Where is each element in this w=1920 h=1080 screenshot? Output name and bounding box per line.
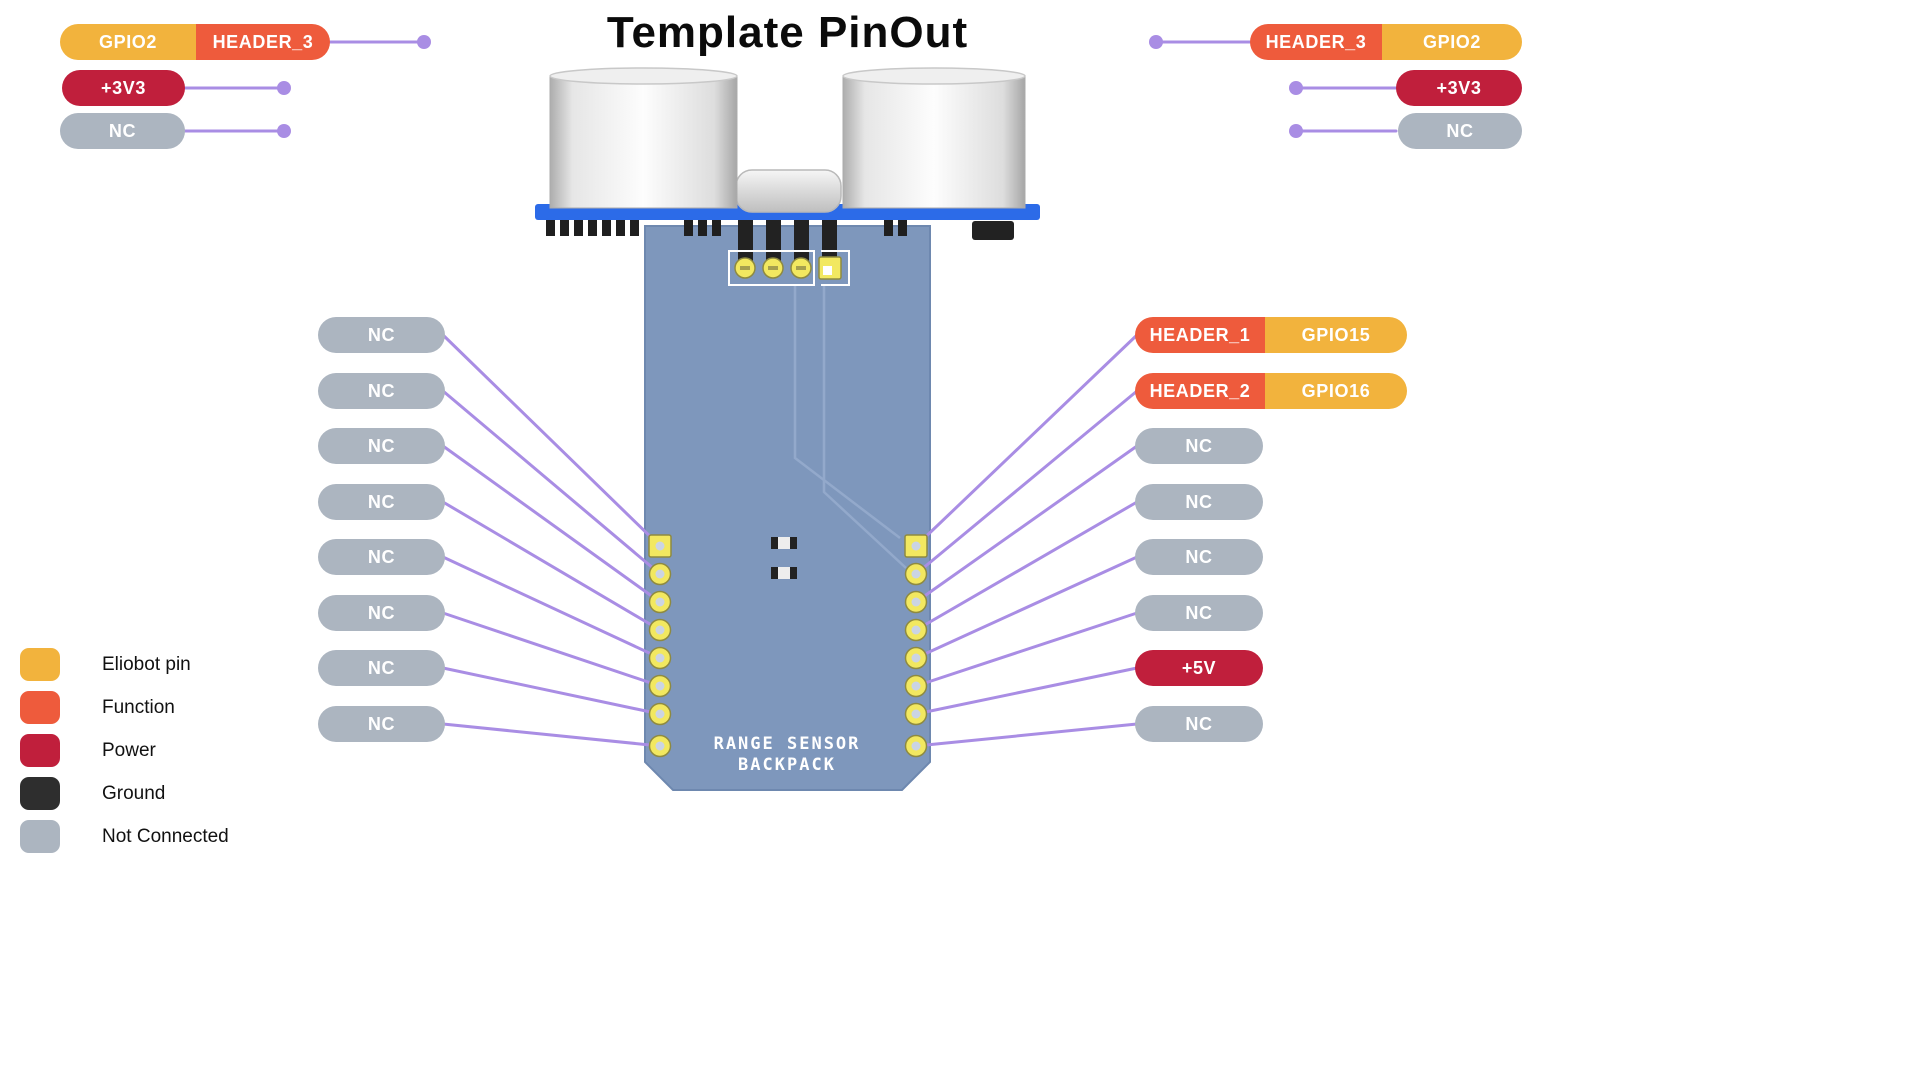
legend-label-ground: Ground <box>102 782 166 804</box>
smd-component <box>972 221 1014 240</box>
pin-label-3v3: +3V3 <box>62 70 185 106</box>
transducer-left <box>549 67 738 209</box>
pin-label-5v: +5V <box>1135 650 1263 686</box>
page-title: Template PinOut <box>606 8 969 57</box>
wire-endpoint-dots <box>277 35 1303 138</box>
pin-label-header-2: HEADER_2 <box>1135 373 1265 409</box>
legend: Eliobot pin Function Power Ground Not Co… <box>20 648 229 863</box>
pin-label-nc: NC <box>1135 595 1263 631</box>
legend-item-function: Function <box>20 691 229 724</box>
wires <box>183 40 1398 748</box>
pin-label-gpio15: GPIO15 <box>1265 317 1407 353</box>
legend-swatch-ground <box>20 777 60 810</box>
legend-item-ground: Ground <box>20 777 229 810</box>
pin-label-nc: NC <box>318 595 445 631</box>
pin-label-nc: NC <box>60 113 185 149</box>
header-pins <box>738 219 837 264</box>
top-left-pin-row-1: GPIO2 HEADER_3 <box>60 24 330 60</box>
right-solder-pads <box>904 534 928 758</box>
pin-label-nc: NC <box>318 539 445 575</box>
legend-swatch-function <box>20 691 60 724</box>
legend-item-eliobot: Eliobot pin <box>20 648 229 681</box>
pin-label-nc: NC <box>318 428 445 464</box>
pin-label-header-3: HEADER_3 <box>196 24 330 60</box>
legend-label-power: Power <box>102 739 156 761</box>
pcb-castellation-pins <box>546 219 907 236</box>
legend-label-not-connected: Not Connected <box>102 825 229 847</box>
legend-swatch-not-connected <box>20 820 60 853</box>
pcb-trace <box>793 286 901 539</box>
pin-label-nc: NC <box>1135 706 1263 742</box>
pin-label-nc: NC <box>318 706 445 742</box>
legend-item-not-connected: Not Connected <box>20 820 229 853</box>
pin-label-gpio2: GPIO2 <box>60 24 196 60</box>
pin-label-nc: NC <box>318 317 445 353</box>
pin-label-gpio16: GPIO16 <box>1265 373 1407 409</box>
pin-label-gpio2: GPIO2 <box>1382 24 1522 60</box>
pin-label-nc: NC <box>1135 484 1263 520</box>
pin-label-header-1: HEADER_1 <box>1135 317 1265 353</box>
pin-label-3v3: +3V3 <box>1396 70 1522 106</box>
pin-label-nc: NC <box>318 484 445 520</box>
right-pin-row-1: HEADER_1 GPIO15 <box>1135 317 1407 353</box>
header-holes <box>728 250 850 286</box>
legend-item-power: Power <box>20 734 229 767</box>
board-title-line1: RANGE SENSOR <box>714 734 861 754</box>
pin-label-nc: NC <box>1135 428 1263 464</box>
board-title-line2: BACKPACK <box>738 755 836 775</box>
pin-label-header-3: HEADER_3 <box>1250 24 1382 60</box>
pin-label-nc: NC <box>1135 539 1263 575</box>
legend-swatch-eliobot <box>20 648 60 681</box>
legend-swatch-power <box>20 734 60 767</box>
legend-label-eliobot: Eliobot pin <box>102 653 191 675</box>
legend-label-function: Function <box>102 696 175 718</box>
smd-parts <box>771 537 797 579</box>
pin-label-nc: NC <box>318 650 445 686</box>
pcb-trace <box>822 286 907 569</box>
sensor-module <box>535 67 1040 264</box>
crystal-oscillator <box>735 169 842 213</box>
transducer-right <box>842 67 1026 209</box>
left-solder-pads <box>648 534 672 758</box>
backpack-board <box>644 225 931 791</box>
pin-label-nc: NC <box>318 373 445 409</box>
pin-label-nc: NC <box>1398 113 1522 149</box>
top-right-pin-row-1: HEADER_3 GPIO2 <box>1250 24 1522 60</box>
right-pin-row-2: HEADER_2 GPIO16 <box>1135 373 1407 409</box>
